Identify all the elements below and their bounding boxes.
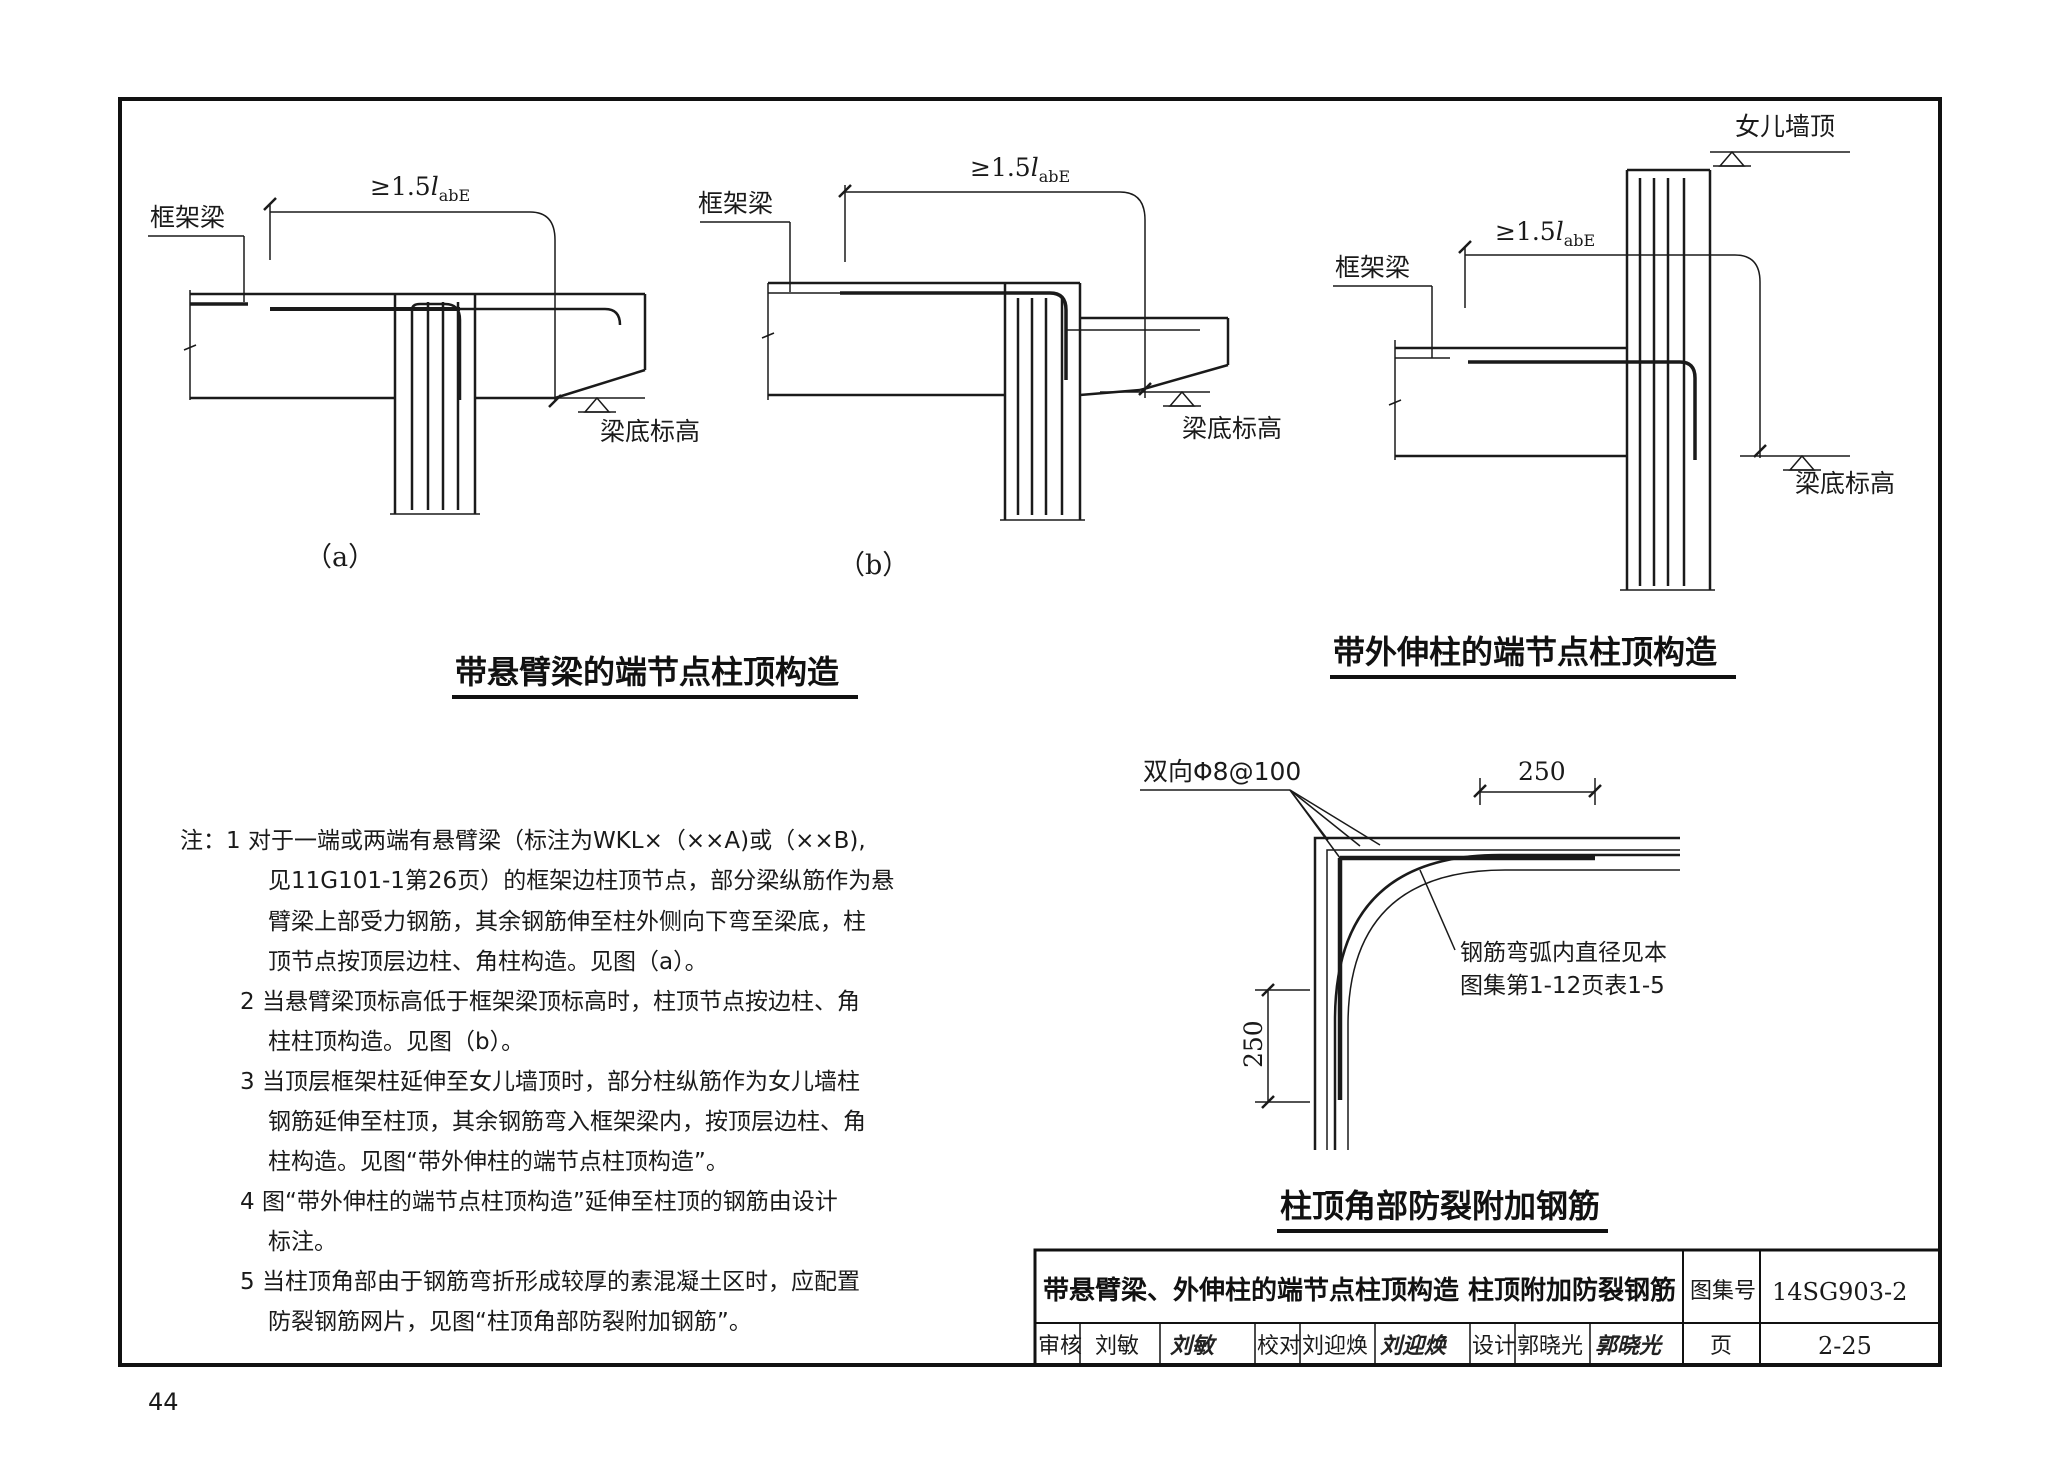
- note-line: 柱柱顶构造。见图（b）。: [268, 1029, 524, 1055]
- dim-anchorage-b: ≥1.5labE: [970, 153, 1070, 186]
- note-line: 标注。: [268, 1229, 337, 1255]
- notes: 注：1 对于一端或两端有悬臂梁（标注为WKL×（××A)或（××B), 见11G…: [180, 828, 894, 1335]
- label-parapet-top: 女儿墙顶: [1735, 112, 1835, 141]
- check-label: 校对: [1257, 1334, 1301, 1359]
- label-beam-bottom-b: 梁底标高: [1182, 414, 1282, 443]
- detail-extended-column: [1333, 150, 1850, 591]
- checker-signature: 刘迎焕: [1380, 1333, 1448, 1359]
- page-number-cell: 2-25: [1818, 1332, 1872, 1360]
- note-bend-radius-2: 图集第1-12页表1-5: [1460, 973, 1665, 999]
- book-page-number: 44: [148, 1388, 179, 1416]
- dim-250-vertical: 250: [1239, 1020, 1268, 1068]
- label-beam-bottom-c: 梁底标高: [1795, 469, 1895, 498]
- note-line: 5 当柱顶角部由于钢筋弯折形成较厚的素混凝土区时，应配置: [240, 1269, 860, 1295]
- heading-extended: 带外伸柱的端节点柱顶构造: [1333, 633, 1717, 671]
- reviewer-name: 刘敏: [1095, 1334, 1139, 1359]
- dim-anchorage-a: ≥1.5labE: [370, 172, 470, 205]
- detail-anticrack: [1140, 778, 1680, 1150]
- designer-name: 郭晓光: [1517, 1334, 1583, 1359]
- dim-250-horizontal: 250: [1518, 757, 1566, 786]
- detail-b: [700, 184, 1230, 521]
- note-line: 防裂钢筋网片，见图“柱顶角部防裂附加钢筋”。: [268, 1309, 752, 1335]
- title-block: [1033, 1248, 1942, 1367]
- atlas-label: 图集号: [1690, 1279, 1756, 1304]
- note-line: 2 当悬臂梁顶标高低于框架梁顶标高时，柱顶节点按边柱、角: [240, 989, 860, 1015]
- design-label: 设计: [1472, 1334, 1516, 1359]
- caption-a: （a）: [305, 542, 375, 573]
- label-mesh: 双向Φ8@100: [1143, 757, 1301, 786]
- label-frame-beam-a: 框架梁: [150, 203, 225, 232]
- label-frame-beam-b: 框架梁: [698, 189, 773, 218]
- note-bend-radius-1: 钢筋弯弧内直径见本: [1460, 940, 1667, 966]
- designer-signature: 郭晓光: [1595, 1333, 1664, 1359]
- note-line: 顶节点按顶层边柱、角柱构造。见图（a）。: [268, 949, 708, 975]
- note-line: 注：1 对于一端或两端有悬臂梁（标注为WKL×（××A)或（××B),: [180, 828, 866, 854]
- detail-a: [148, 197, 647, 515]
- page-label: 页: [1710, 1334, 1732, 1359]
- atlas-number: 14SG903-2: [1772, 1278, 1907, 1306]
- note-line: 柱构造。见图“带外伸柱的端节点柱顶构造”。: [268, 1149, 729, 1175]
- note-line: 见11G101-1第26页）的框架边柱顶节点，部分梁纵筋作为悬: [268, 868, 894, 894]
- caption-b: （b）: [838, 550, 909, 581]
- reviewer-signature: 刘敏: [1170, 1333, 1218, 1359]
- note-line: 4 图“带外伸柱的端节点柱顶构造”延伸至柱顶的钢筋由设计: [240, 1189, 838, 1215]
- heading-cantilever: 带悬臂梁的端节点柱顶构造: [455, 653, 839, 691]
- drawing-frame: [118, 97, 1942, 1367]
- review-label: 审核: [1038, 1334, 1082, 1359]
- label-frame-beam-c: 框架梁: [1335, 253, 1410, 282]
- note-line: 钢筋延伸至柱顶，其余钢筋弯入框架梁内，按顶层边柱、角: [268, 1109, 866, 1135]
- checker-name: 刘迎焕: [1302, 1334, 1368, 1359]
- note-line: 3 当顶层框架柱延伸至女儿墙顶时，部分柱纵筋作为女儿墙柱: [240, 1069, 860, 1095]
- label-beam-bottom-a: 梁底标高: [600, 417, 700, 446]
- heading-anticrack: 柱顶角部防裂附加钢筋: [1280, 1187, 1600, 1225]
- note-line: 臂梁上部受力钢筋，其余钢筋伸至柱外侧向下弯至梁底，柱: [268, 909, 866, 935]
- dim-anchorage-c: ≥1.5labE: [1495, 217, 1595, 250]
- title-block-title: 带悬臂梁、外伸柱的端节点柱顶构造 柱顶附加防裂钢筋: [1043, 1275, 1676, 1306]
